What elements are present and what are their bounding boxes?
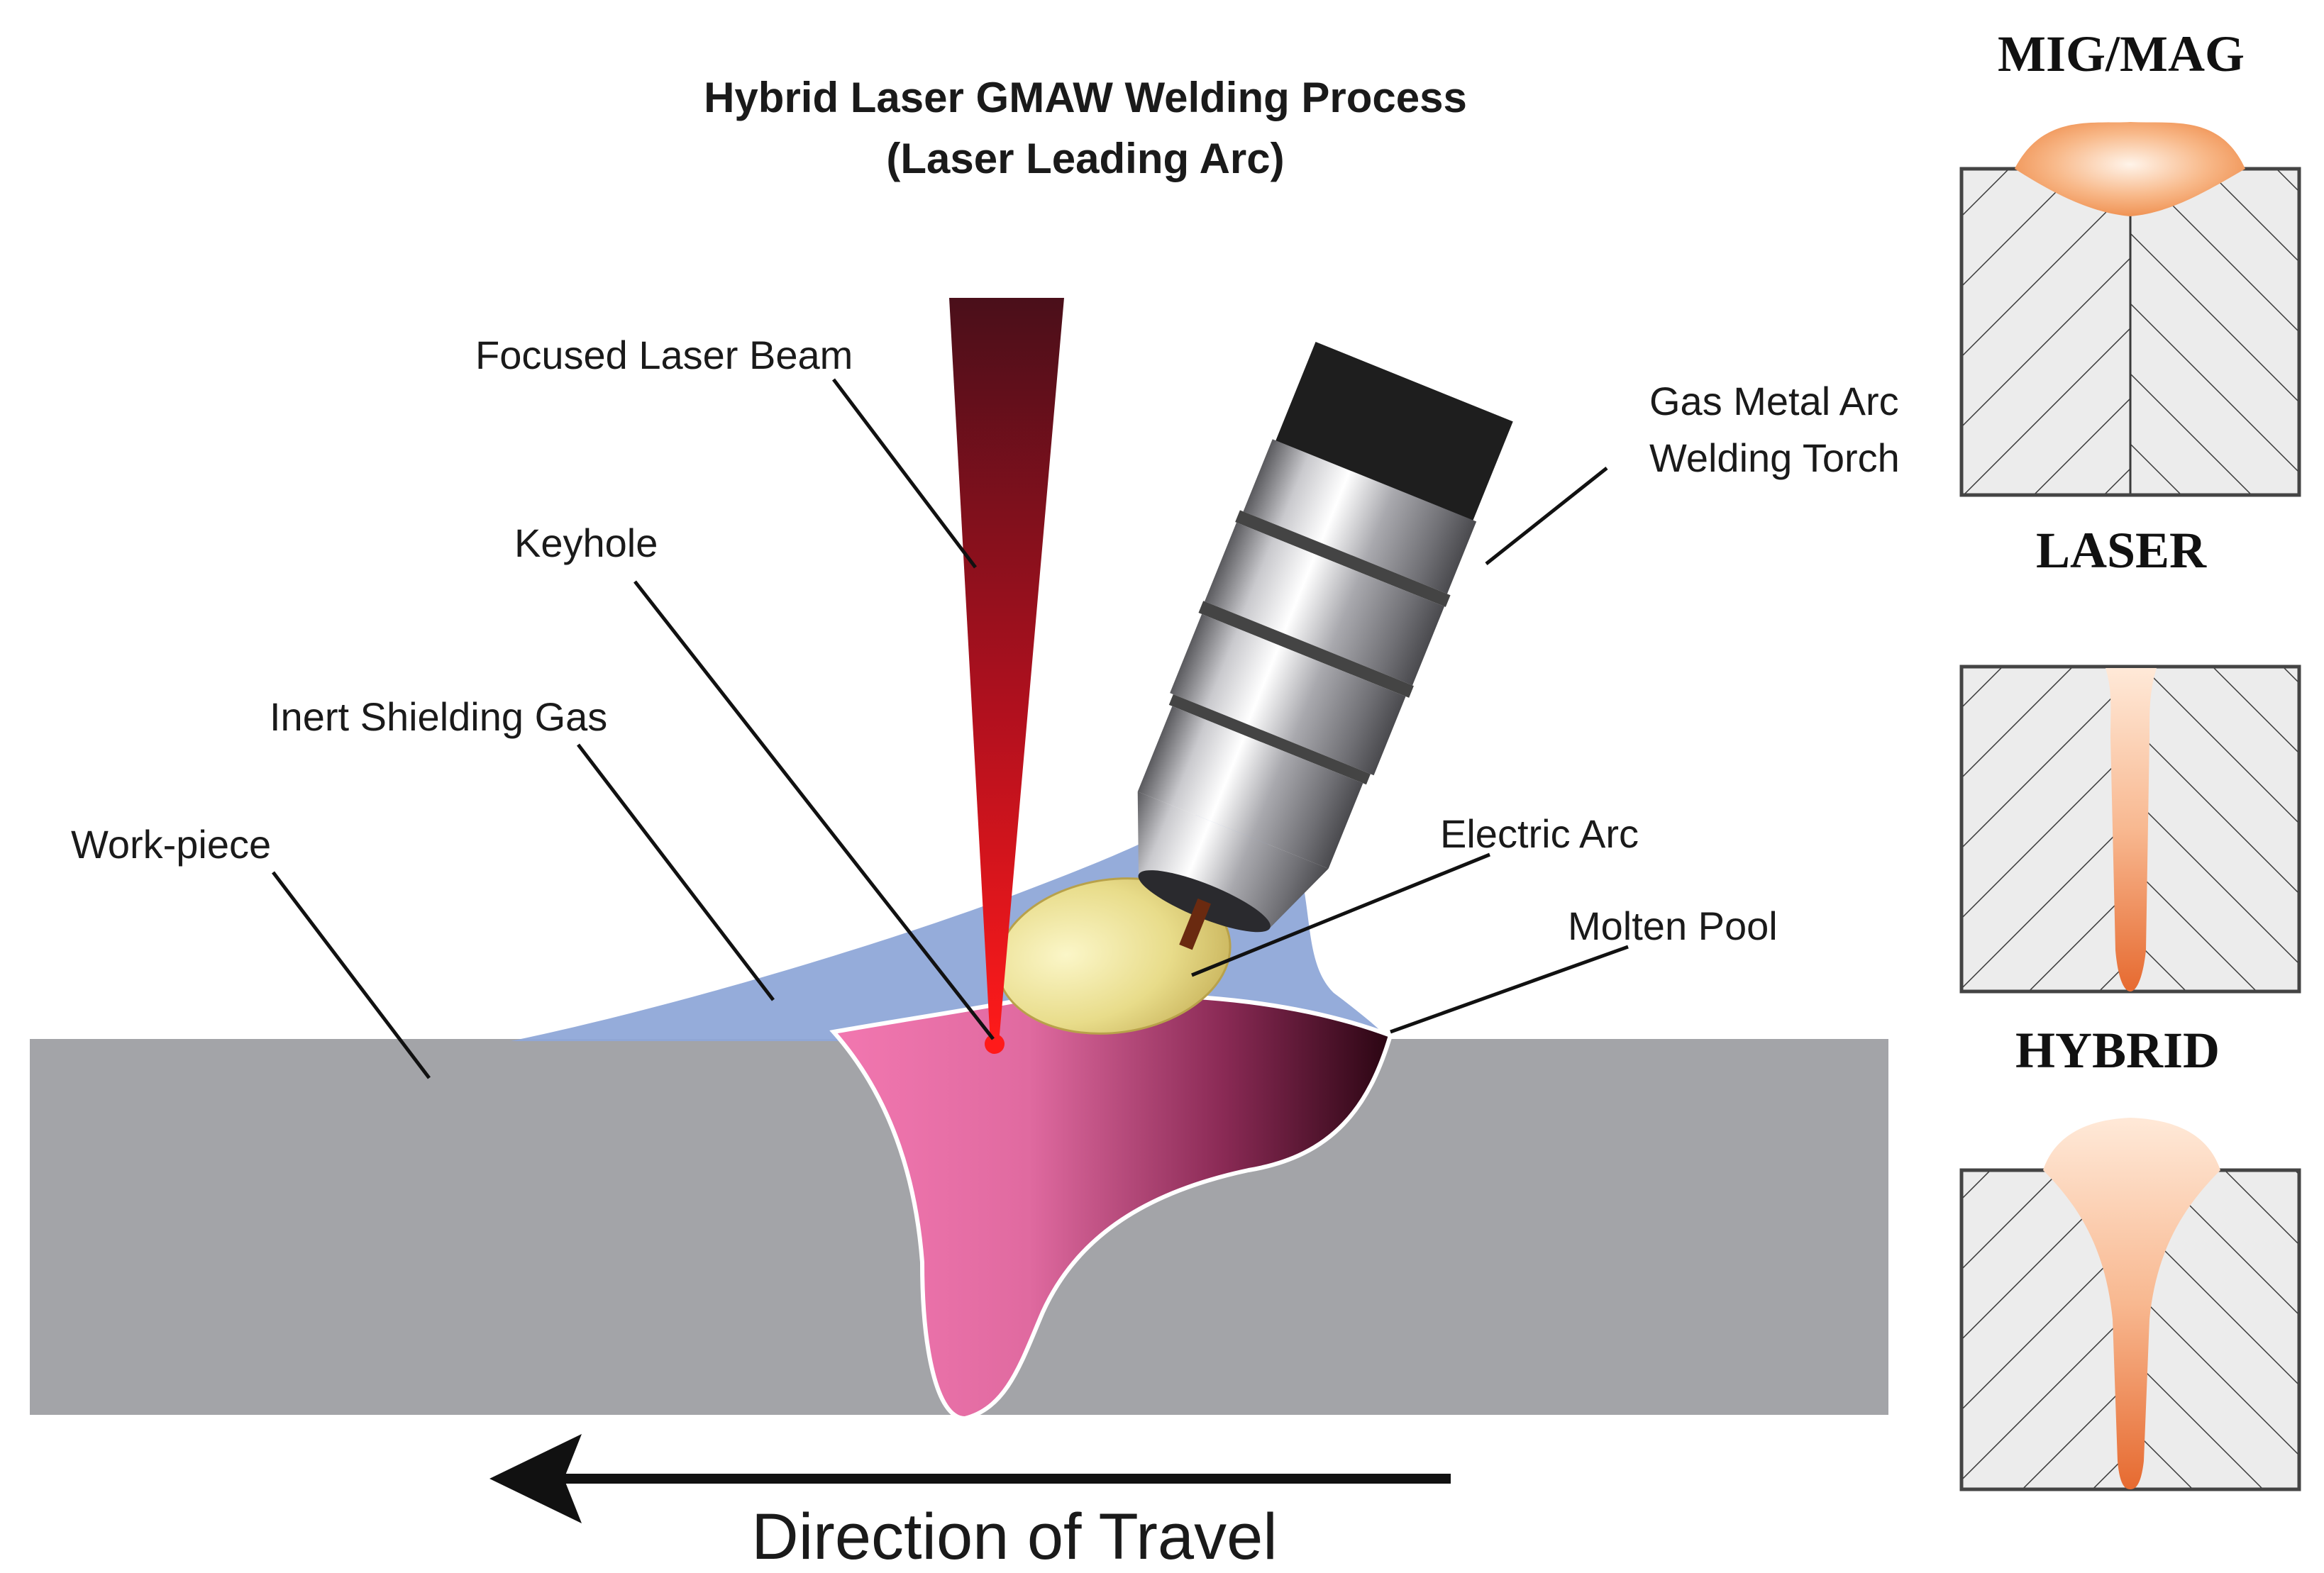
laser-beam	[949, 298, 1064, 1043]
leader-electric-arc	[1191, 852, 1490, 977]
leader-torch	[1485, 467, 1608, 565]
leader-laser-beam	[832, 378, 977, 569]
comparison-label-mig-mag: MIG/MAG	[1998, 26, 2245, 82]
leader-molten-pool	[1390, 945, 1629, 1034]
diagram-title-line2: (Laser Leading Arc)	[886, 135, 1284, 182]
label-work-piece: Work-piece	[71, 822, 271, 867]
comparison-panel-mig-mag	[1959, 122, 2301, 497]
comparison-label-laser: LASER	[2036, 522, 2207, 579]
diagram-title-line1: Hybrid Laser GMAW Welding Process	[704, 74, 1467, 121]
label-inert-shielding-gas: Inert Shielding Gas	[270, 694, 607, 739]
comparison-panel-hybrid	[1959, 1118, 2301, 1491]
label-focused-laser-beam: Focused Laser Beam	[475, 333, 853, 377]
direction-label: Direction of Travel	[751, 1501, 1277, 1573]
label-molten-pool: Molten Pool	[1568, 904, 1778, 948]
label-torch-line1: Gas Metal Arc	[1649, 379, 1899, 423]
comparison-label-hybrid: HYBRID	[2015, 1022, 2220, 1079]
label-keyhole: Keyhole	[514, 521, 658, 565]
leader-work-piece	[272, 871, 431, 1079]
label-electric-arc: Electric Arc	[1440, 811, 1639, 856]
leader-shielding-gas	[577, 743, 775, 1001]
keyhole-point	[985, 1034, 1005, 1054]
label-torch-line2: Welding Torch	[1649, 435, 1900, 480]
welding-torch	[1137, 342, 1513, 950]
direction-arrow-head	[489, 1434, 582, 1523]
comparison-panel-laser	[1959, 665, 2301, 994]
leader-keyhole	[633, 580, 995, 1040]
